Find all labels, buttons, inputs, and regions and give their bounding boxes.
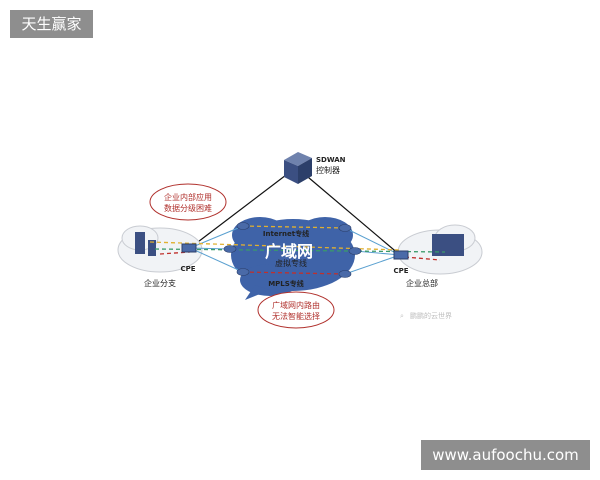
cpe-left-icon [181, 243, 197, 253]
callout-left-line2: 数据分级困难 [164, 203, 212, 213]
router-icon [338, 270, 352, 278]
callout-left-line1: 企业内部应用 [164, 192, 212, 202]
internet-path-wan [242, 225, 346, 229]
mpls-path-branch [159, 251, 191, 255]
internet-label: Internet专线 [263, 229, 309, 238]
virtual-label: 虚拟专线 [275, 258, 307, 268]
link-controller-left [189, 171, 291, 249]
router-icon [348, 247, 362, 255]
callout-bottom-line1: 广域网内路由 [272, 300, 320, 310]
router-icons [223, 222, 362, 278]
controller-switch-icon [284, 152, 312, 184]
server-icon [148, 240, 156, 256]
watermark-url: www.aufoochu.com [421, 440, 590, 470]
router-icon [236, 268, 250, 276]
callout-left [149, 183, 227, 221]
watermark-top-left: 天生赢家 [10, 10, 93, 38]
controller-label: SDWAN [316, 156, 346, 164]
wechat-icon: ⌕ [400, 312, 404, 320]
mpls-path [242, 271, 346, 275]
cpe-right-icon [393, 250, 409, 260]
cpe-left-label: CPE [180, 265, 195, 273]
callout-bottom [257, 291, 335, 329]
branch-cloud [117, 225, 203, 273]
router-icon [223, 245, 237, 253]
mpls-label: MPLS专线 [268, 279, 304, 288]
datacenter-icon [432, 234, 464, 256]
controller-label-2: 控制器 [316, 165, 340, 175]
hq-label: 企业总部 [406, 278, 438, 288]
server-icon [135, 232, 145, 254]
mpls-path-hq [404, 256, 441, 261]
link-controller-right [301, 171, 401, 256]
router-icon [236, 222, 250, 230]
callout-bottom-line2: 无法智能选择 [272, 311, 320, 321]
cpe-right-label: CPE [393, 267, 408, 275]
source-mark: 鹏鹏的云世界 [410, 311, 452, 320]
branch-label: 企业分支 [144, 278, 176, 288]
router-icon [338, 224, 352, 232]
hq-cloud [397, 224, 483, 275]
wan-links [189, 225, 401, 275]
wan-label: 广域网 [265, 242, 313, 261]
